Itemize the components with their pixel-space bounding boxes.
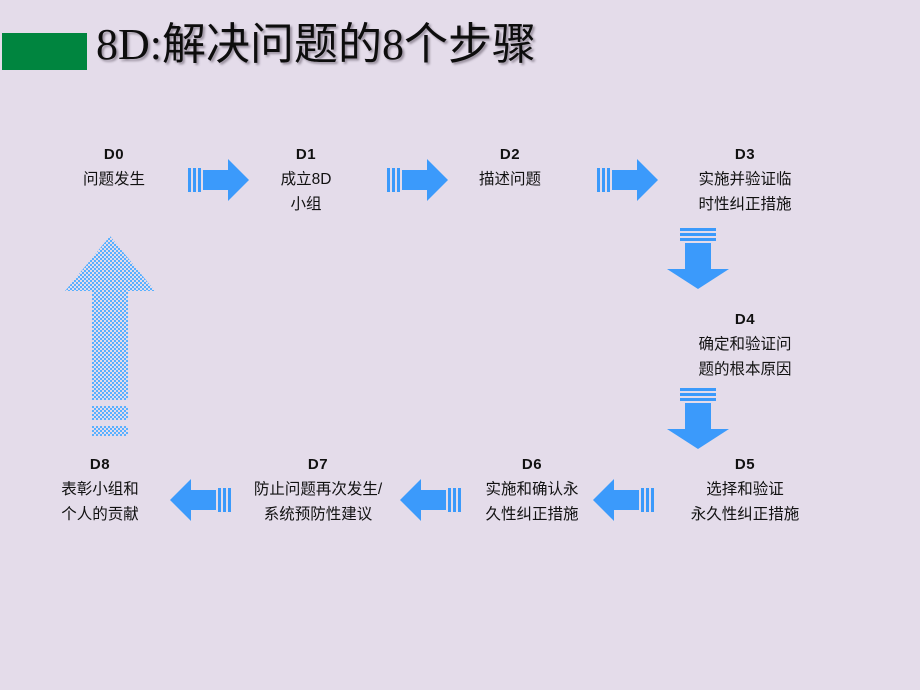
arrow-left-icon	[592, 476, 654, 524]
step-desc-d3-line1: 实施并验证临	[698, 171, 792, 188]
step-code-d5: D5	[734, 456, 756, 473]
step-code-d0: D0	[103, 146, 125, 163]
step-desc-d6-line1: 实施和确认永	[485, 481, 579, 498]
step-code-d4: D4	[734, 311, 756, 328]
step-desc-d4-line1: 确定和验证问	[698, 336, 792, 353]
step-node-d8[interactable]: D8 表彰小组和 个人的贡献	[10, 452, 190, 527]
step-node-d4[interactable]: D4 确定和验证问 题的根本原因	[630, 307, 860, 382]
step-code-d1: D1	[295, 146, 317, 163]
arrow-right-icon	[387, 156, 449, 204]
arrow-right-icon	[597, 156, 659, 204]
step-desc-d1-line2: 小组	[290, 196, 322, 213]
step-desc-d7-line2: 系统预防性建议	[263, 506, 373, 523]
step-desc-d1-line1: 成立8D	[280, 171, 332, 188]
step-node-d0[interactable]: D0 问题发生	[24, 142, 204, 192]
step-node-d6[interactable]: D6 实施和确认永 久性纠正措施	[432, 452, 632, 527]
step-desc-d8-line2: 个人的贡献	[61, 506, 139, 523]
step-desc-d6-line2: 久性纠正措施	[485, 506, 579, 523]
arrow-left-icon	[399, 476, 461, 524]
step-desc-d8-line1: 表彰小组和	[61, 481, 139, 498]
step-node-d3[interactable]: D3 实施并验证临 时性纠正措施	[630, 142, 860, 217]
step-desc-d0-line1: 问题发生	[82, 171, 145, 188]
arrow-left-icon	[169, 476, 231, 524]
step-code-d3: D3	[734, 146, 756, 163]
step-desc-d5-line1: 选择和验证	[706, 481, 784, 498]
slide-title-bar: 8D:解决问题的8个步骤	[0, 0, 920, 92]
arrow-down-icon	[663, 388, 733, 450]
step-node-d7[interactable]: D7 防止问题再次发生/ 系统预防性建议	[208, 452, 428, 527]
step-code-d6: D6	[521, 456, 543, 473]
step-desc-d2-line1: 描述问题	[478, 171, 541, 188]
step-node-d2[interactable]: D2 描述问题	[420, 142, 600, 192]
step-desc-d4-line2: 题的根本原因	[698, 361, 792, 378]
page-title: 8D:解决问题的8个步骤	[96, 20, 536, 69]
step-desc-d3-line2: 时性纠正措施	[698, 196, 792, 213]
step-code-d2: D2	[499, 146, 521, 163]
arrow-right-icon	[188, 156, 250, 204]
step-code-d8: D8	[89, 456, 111, 473]
step-code-d7: D7	[307, 456, 329, 473]
step-node-d1[interactable]: D1 成立8D 小组	[221, 142, 391, 217]
step-desc-d5-line2: 永久性纠正措施	[690, 506, 800, 523]
step-node-d5[interactable]: D5 选择和验证 永久性纠正措施	[630, 452, 860, 527]
feedback-arrow-up-icon	[62, 232, 158, 437]
step-desc-d7-line1: 防止问题再次发生/	[253, 481, 383, 498]
arrow-down-icon	[663, 228, 733, 290]
title-accent-bar	[2, 33, 87, 70]
